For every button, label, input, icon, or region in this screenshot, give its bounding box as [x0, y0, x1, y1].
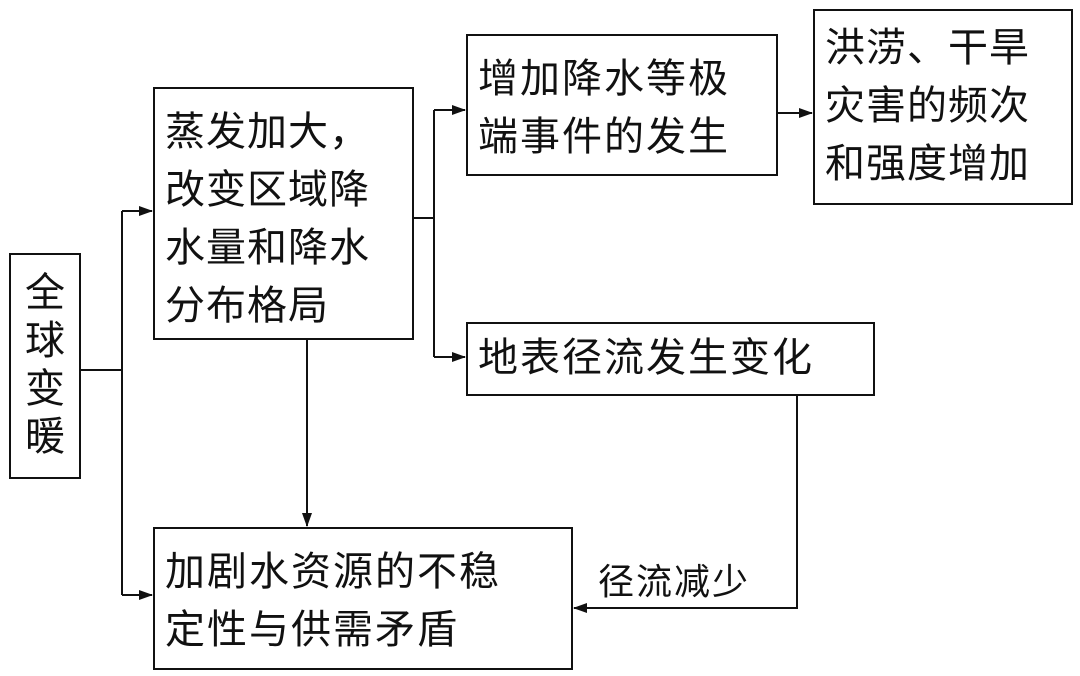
node-text-line: 分布格局	[165, 283, 329, 329]
node-text-line: 和强度增加	[825, 141, 1030, 187]
node-text-line: 端事件的发生	[478, 114, 730, 160]
node-text-line: 定性与供需矛盾	[165, 607, 459, 653]
node-runoff-change: 地表径流发生变化	[466, 322, 875, 396]
node-text-line: 增加降水等极	[478, 56, 730, 102]
node-text-line: 水量和降水	[165, 225, 370, 271]
node-text-line: 暖	[25, 414, 65, 460]
node-water-supply: 加剧水资源的不稳 定性与供需矛盾	[153, 527, 573, 670]
node-evaporation: 蒸发加大， 改变区域降 水量和降水 分布格局	[153, 87, 414, 340]
node-flood-drought: 洪涝、干旱 灾害的频次 和强度增加	[813, 9, 1073, 205]
node-text-line: 改变区域降	[165, 167, 370, 213]
node-text-line: 全	[25, 270, 65, 316]
node-text-line: 洪涝、干旱	[825, 25, 1030, 71]
node-extreme-events: 增加降水等极 端事件的发生	[466, 34, 778, 176]
arrow-runoff-to-water-supply	[573, 396, 798, 613]
edge-label-runoff-decrease: 径流减少	[598, 562, 751, 603]
node-global-warming: 全 球 变 暖	[9, 253, 81, 479]
node-text-line: 变	[25, 366, 65, 412]
node-text-line: 蒸发加大，	[165, 109, 370, 155]
node-text-line: 球	[25, 318, 65, 364]
node-text-line: 地表径流发生变化	[478, 335, 814, 381]
node-text-line: 加剧水资源的不稳	[165, 549, 501, 595]
node-text-line: 灾害的频次	[825, 83, 1030, 129]
